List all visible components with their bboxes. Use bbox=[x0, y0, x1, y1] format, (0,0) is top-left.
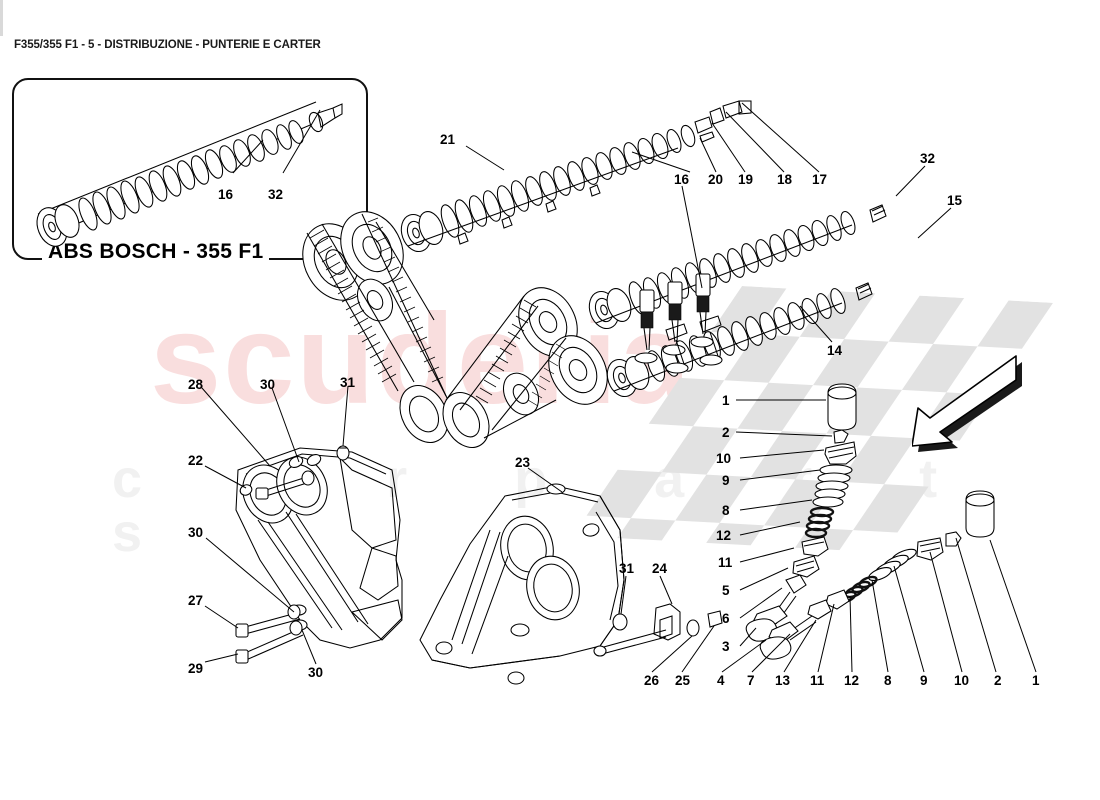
callout-v-12: 12 bbox=[716, 528, 732, 543]
callout-30-mid: 30 bbox=[188, 525, 204, 540]
callout-v-5: 5 bbox=[722, 583, 730, 598]
callout-b-13: 13 bbox=[775, 673, 791, 688]
leader-lines bbox=[202, 103, 1036, 672]
inset-camshaft bbox=[32, 102, 342, 251]
callout-29: 29 bbox=[188, 661, 204, 676]
direction-arrow-icon bbox=[912, 355, 1022, 452]
callout-b-9: 9 bbox=[920, 673, 928, 688]
callout-14: 14 bbox=[827, 343, 843, 358]
callout-b-2: 2 bbox=[994, 673, 1002, 688]
callout-v-6: 6 bbox=[722, 611, 730, 626]
inset-leader-lines bbox=[233, 110, 320, 173]
callout-b-7: 7 bbox=[747, 673, 755, 688]
callout-v-10: 10 bbox=[716, 451, 732, 466]
callout-v-11: 11 bbox=[718, 555, 733, 570]
callout-24: 24 bbox=[652, 561, 668, 576]
callout-b-10: 10 bbox=[954, 673, 970, 688]
callout-b-1: 1 bbox=[1032, 673, 1040, 688]
callout-31-right: 31 bbox=[619, 561, 635, 576]
callout-b-8: 8 bbox=[884, 673, 892, 688]
timing-belt-right bbox=[434, 278, 619, 456]
callout-v-3: 3 bbox=[722, 639, 730, 654]
callout-32-upper: 32 bbox=[920, 151, 936, 166]
callout-15: 15 bbox=[947, 193, 963, 208]
callout-b-4: 4 bbox=[717, 673, 725, 688]
callout-inset-32: 32 bbox=[268, 187, 284, 202]
callout-31-left: 31 bbox=[340, 375, 356, 390]
callout-20: 20 bbox=[708, 172, 724, 187]
callout-19: 19 bbox=[738, 172, 754, 187]
callout-18: 18 bbox=[777, 172, 793, 187]
callout-27: 27 bbox=[188, 593, 204, 608]
callout-v-8: 8 bbox=[722, 503, 730, 518]
camshaft-right-upper bbox=[584, 205, 886, 333]
callout-23: 23 bbox=[515, 455, 531, 470]
callout-26: 26 bbox=[644, 673, 660, 688]
callout-b-11: 11 bbox=[810, 673, 825, 688]
valve-assembly-upper bbox=[746, 384, 856, 641]
callout-25: 25 bbox=[675, 673, 691, 688]
callout-21: 21 bbox=[440, 132, 456, 147]
page-title: F355/355 F1 - 5 - DISTRIBUZIONE - PUNTER… bbox=[14, 39, 321, 51]
timing-cover-left bbox=[233, 446, 402, 663]
camshaft-upper-left bbox=[396, 101, 751, 256]
callout-17: 17 bbox=[812, 172, 828, 187]
callout-28: 28 bbox=[188, 377, 204, 392]
timing-cover-right bbox=[420, 484, 722, 684]
timing-belt-left bbox=[290, 201, 458, 451]
valve-cluster-under-camshaft bbox=[635, 274, 722, 373]
callout-16-upper: 16 bbox=[674, 172, 690, 187]
callout-v-1: 1 bbox=[722, 393, 730, 408]
callout-v-2: 2 bbox=[722, 425, 730, 440]
callout-30-top: 30 bbox=[260, 377, 276, 392]
callout-v-9: 9 bbox=[722, 473, 730, 488]
inset-caption: ABS BOSCH - 355 F1 bbox=[42, 240, 270, 264]
callout-30-bottom: 30 bbox=[308, 665, 324, 680]
callout-inset-16: 16 bbox=[218, 187, 234, 202]
valve-assembly-lower bbox=[760, 491, 994, 659]
page-edge bbox=[0, 0, 3, 36]
callout-b-12: 12 bbox=[844, 673, 860, 688]
callout-22: 22 bbox=[188, 453, 204, 468]
camshaft-right-lower bbox=[602, 283, 872, 401]
